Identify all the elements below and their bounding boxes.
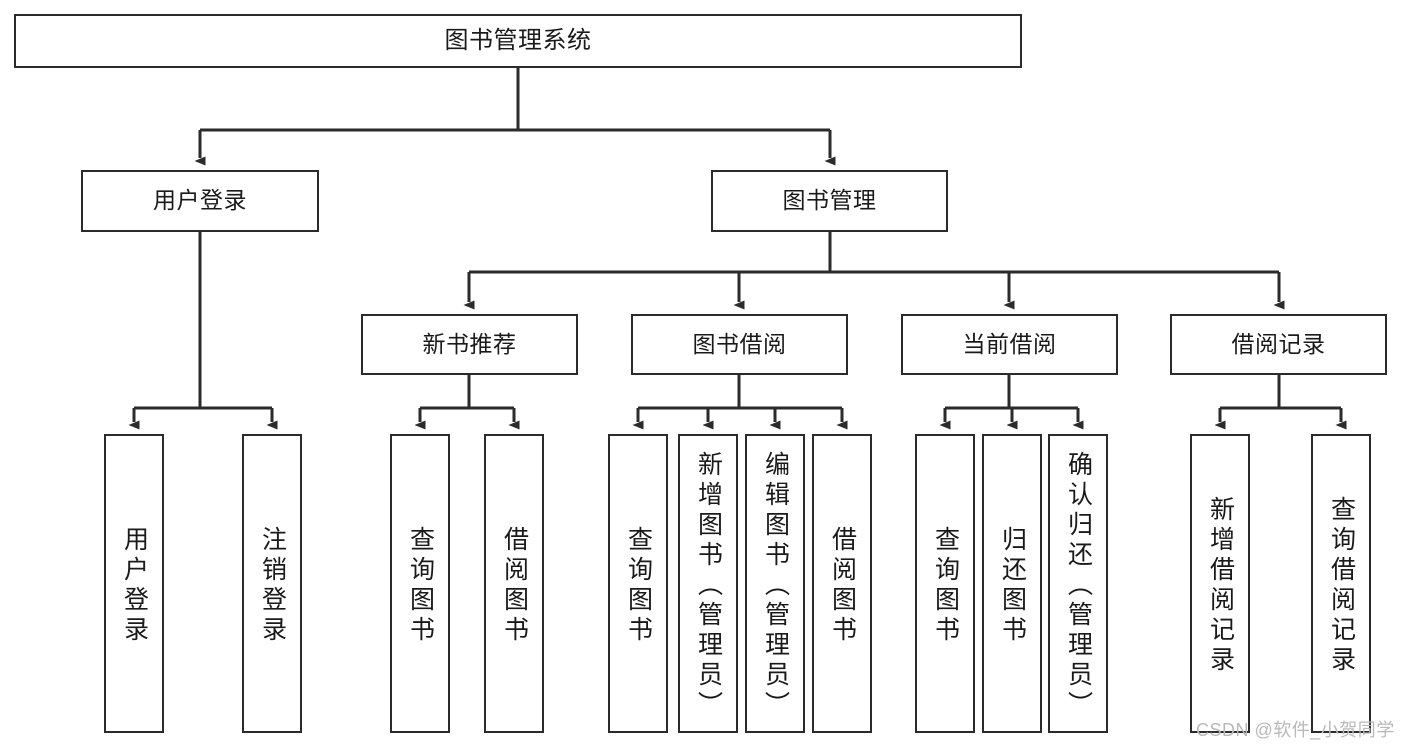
node-leaf-query-book-new[interactable]: 查询图书 (390, 434, 450, 733)
node-leaf-label: 借阅图书 (828, 526, 857, 646)
node-new-book-recommend[interactable]: 新书推荐 (361, 314, 578, 375)
node-leaf-label: 查询图书 (931, 526, 960, 646)
node-leaf-logout[interactable]: 注销登录 (242, 434, 302, 733)
node-leaf-label: 编辑图书（管理员） (761, 451, 790, 721)
node-leaf-label: 查询图书 (624, 526, 653, 646)
edge-group-user-login (128, 232, 278, 430)
node-leaf-label: 确认归还（管理员） (1064, 451, 1093, 721)
node-leaf-label: 用户登录 (120, 526, 149, 646)
node-leaf-edit-book-admin[interactable]: 编辑图书（管理员） (745, 434, 805, 733)
node-leaf-add-book-admin[interactable]: 新增图书（管理员） (678, 434, 738, 733)
node-leaf-borrow-book-new[interactable]: 借阅图书 (484, 434, 544, 733)
node-root-label: 图书管理系统 (444, 26, 592, 54)
node-book-borrow-label: 图书借阅 (692, 330, 787, 357)
node-leaf-label: 新增借阅记录 (1206, 496, 1235, 676)
edge-group-book-borrow (632, 375, 848, 430)
node-current-borrow[interactable]: 当前借阅 (901, 314, 1118, 375)
node-leaf-label: 新增图书（管理员） (694, 451, 723, 721)
node-root-system[interactable]: 图书管理系统 (14, 14, 1022, 68)
node-leaf-add-borrow-record[interactable]: 新增借阅记录 (1190, 434, 1250, 733)
node-leaf-user-login[interactable]: 用户登录 (104, 434, 164, 733)
node-leaf-label: 归还图书 (998, 526, 1027, 646)
watermark-text: CSDN @软件_小贺同学 (1196, 720, 1395, 740)
node-borrow-records-label: 借阅记录 (1231, 330, 1326, 357)
node-book-management-label: 图书管理 (782, 187, 877, 214)
edge-group-root (194, 68, 836, 166)
node-leaf-borrow-book[interactable]: 借阅图书 (812, 434, 872, 733)
edge-group-new-books (414, 375, 520, 430)
edge-group-current-borrow (939, 375, 1084, 430)
node-leaf-label: 注销登录 (258, 526, 287, 646)
node-current-borrow-label: 当前借阅 (962, 330, 1057, 357)
node-leaf-query-borrow-record[interactable]: 查询借阅记录 (1311, 434, 1371, 733)
node-user-login[interactable]: 用户登录 (81, 170, 319, 232)
node-leaf-return-book[interactable]: 归还图书 (982, 434, 1042, 733)
edge-group-borrow-records (1214, 375, 1347, 430)
node-borrow-records[interactable]: 借阅记录 (1170, 314, 1387, 375)
node-book-borrow[interactable]: 图书借阅 (631, 314, 848, 375)
node-user-login-label: 用户登录 (153, 187, 247, 214)
node-new-book-recommend-label: 新书推荐 (422, 330, 517, 357)
node-book-management[interactable]: 图书管理 (711, 170, 948, 232)
node-leaf-query-book[interactable]: 查询图书 (608, 434, 668, 733)
node-leaf-confirm-return-admin[interactable]: 确认归还（管理员） (1048, 434, 1108, 733)
node-leaf-label: 借阅图书 (500, 526, 529, 646)
node-leaf-label: 查询借阅记录 (1327, 496, 1356, 676)
edge-group-book-management (463, 232, 1285, 310)
node-leaf-query-book-current[interactable]: 查询图书 (915, 434, 975, 733)
node-leaf-label: 查询图书 (406, 526, 435, 646)
